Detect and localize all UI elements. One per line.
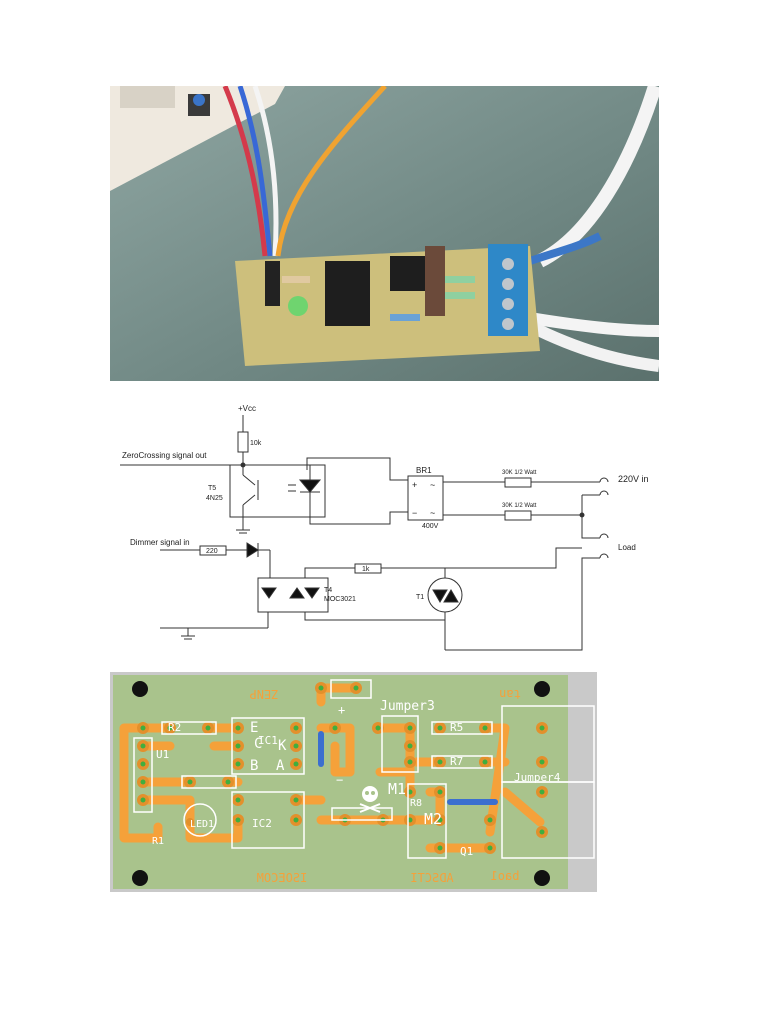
mount-hole [132, 870, 148, 886]
r-mid-symbol [504, 510, 532, 521]
pcb-photo-image [110, 83, 662, 381]
pcb-layout-svg: R2 IC1 E C K B A U1 LED1 R1 IC2 Jumper3 … [110, 672, 597, 892]
pcb-label-ic1-k: K [278, 738, 287, 754]
t5-name: T5 [208, 485, 216, 492]
br1-name: BR1 [416, 466, 432, 475]
pcb-label-ic1-a: A [276, 758, 285, 774]
pcb-label-ic1-b: B [250, 758, 258, 774]
pcb-label-jumper3: Jumper3 [380, 699, 435, 714]
br1-plus: + [412, 480, 417, 490]
load-label: Load [618, 543, 636, 552]
pcb-label-m1: M1 [388, 780, 406, 798]
mount-hole [132, 681, 148, 697]
pcb-mirrored-top-left: ZENP [250, 687, 279, 701]
pcb-mirrored-bottom-right: bao1 [491, 869, 520, 883]
mount-hole [534, 681, 550, 697]
pcb-photo [110, 83, 662, 381]
dimmer-label: Dimmer signal in [130, 538, 190, 547]
pcb-layout: R2 IC1 E C K B A U1 LED1 R1 IC2 Jumper3 … [110, 672, 597, 892]
pcb-mirrored-bottom-left: ISOECOM [257, 871, 308, 885]
pcb-label-r2: R2 [168, 721, 181, 734]
t4-name: T4 [324, 587, 332, 594]
silkscreen-outlines [133, 679, 595, 859]
r-pullup-symbol [237, 431, 249, 453]
pcb-label-r1: R1 [152, 836, 164, 847]
vcc-label: +Vcc [238, 404, 256, 413]
pcb-mirrored-top-right: tan [499, 687, 521, 701]
ac-in-label: 220V in [618, 474, 649, 484]
mount-hole [534, 870, 550, 886]
t1-triac-symbol [427, 577, 463, 613]
pcb-label-r5: R5 [450, 721, 463, 734]
pcb-label-ic1-e: E [250, 720, 258, 736]
pcb-mirrored-bottom-mid: ADSCTI [410, 871, 453, 885]
pcb-label-ic2: IC2 [252, 817, 272, 830]
pcb-label-q1: Q1 [460, 845, 473, 858]
br1-bridge-box [407, 475, 444, 521]
pcb-label-led1: LED1 [190, 819, 214, 830]
pcb-label-u1: U1 [156, 748, 169, 761]
wood-board [110, 86, 285, 191]
pcb-label-jumper4: Jumper4 [514, 771, 561, 784]
br1-ac1: ~ [430, 480, 435, 490]
r-top-symbol [504, 477, 532, 488]
pcb-drills [140, 685, 545, 851]
t5-part: 4N25 [206, 495, 223, 502]
t5-optocoupler-box [229, 464, 326, 518]
br1-rating: 400V [422, 523, 439, 530]
zero-crossing-label: ZeroCrossing signal out [122, 451, 207, 460]
t4-part: MOC3021 [324, 596, 356, 603]
br1-minus: − [412, 508, 417, 518]
pcb-label-ic1: IC1 [258, 734, 278, 747]
schematic-svg: +Vcc 10k ZeroCrossing signal out T5 4N25… [120, 404, 649, 651]
pcb-label-r7: R7 [450, 755, 463, 768]
schematic-diagram: +Vcc 10k ZeroCrossing signal out T5 4N25… [110, 400, 670, 660]
r-dimmer-label: 220 [206, 548, 218, 555]
pcb-label-minus: − [336, 773, 343, 787]
pcb-label-plus: + [338, 703, 345, 717]
r-mid-label: 30K 1/2 Watt [502, 503, 537, 509]
t4-optotriac-box [257, 577, 329, 613]
r-top-label: 30K 1/2 Watt [502, 470, 537, 476]
skull-icon [359, 786, 381, 813]
pcb-label-m2: M2 [424, 810, 442, 828]
pcb-label-r8: R8 [410, 798, 422, 809]
pcb-label-ic1-c: C [254, 736, 262, 752]
t1-name: T1 [416, 594, 424, 601]
br1-ac2: ~ [430, 508, 435, 518]
r-pullup-label: 10k [250, 440, 262, 447]
r-gate-label: 1k [362, 566, 370, 573]
